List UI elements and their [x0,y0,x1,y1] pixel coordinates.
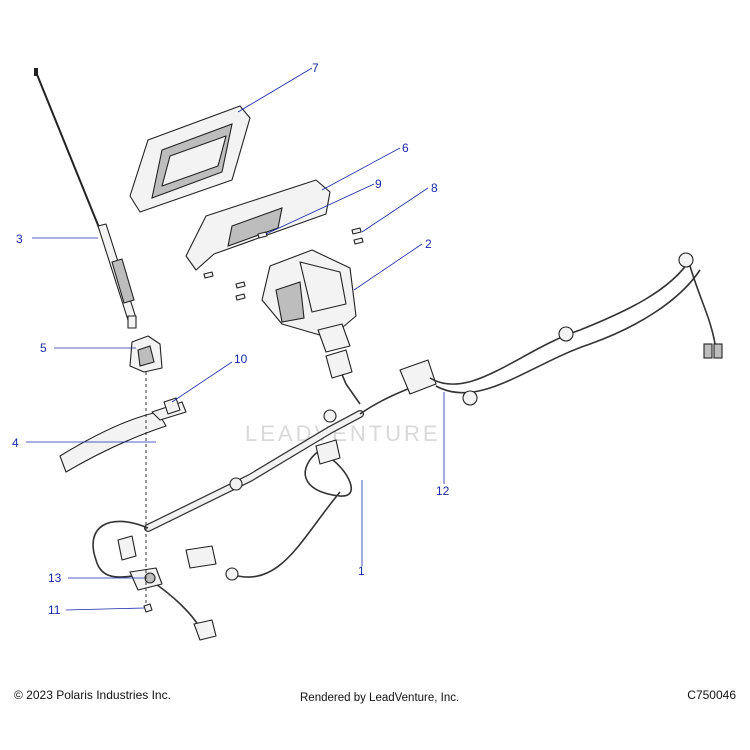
antenna-mount-part [129,335,163,373]
callout-3: 3 [16,232,23,246]
antenna-part [34,68,137,329]
callout-8: 8 [431,181,438,195]
bracket-part [185,179,331,271]
rendered-by-text: Rendered by LeadVenture, Inc. [300,692,460,704]
copyright-text: © 2023 Polaris Industries Inc. [14,688,171,702]
radio-module-part [261,249,357,353]
callout-10: 10 [234,352,248,366]
callout-7: 7 [312,61,319,75]
diagram-code: C750046 [687,688,736,702]
fastener-part [163,397,181,415]
callout-11: 11 [48,603,61,617]
wire-harness-part [92,252,723,641]
callout-9: 9 [375,177,382,191]
callout-13: 13 [48,571,62,585]
callout-12: 12 [436,484,450,498]
bezel-part [129,105,251,213]
callout-2: 2 [425,237,432,251]
callout-1: 1 [358,564,365,578]
callout-4: 4 [12,436,19,450]
callout-6: 6 [402,141,409,155]
leader-lines [26,67,445,611]
callout-labels: 7 6 9 8 3 2 5 10 4 12 1 13 11 [12,61,450,617]
screws-part [203,227,364,301]
callout-5: 5 [40,341,47,355]
aux-cable-part [185,439,352,581]
